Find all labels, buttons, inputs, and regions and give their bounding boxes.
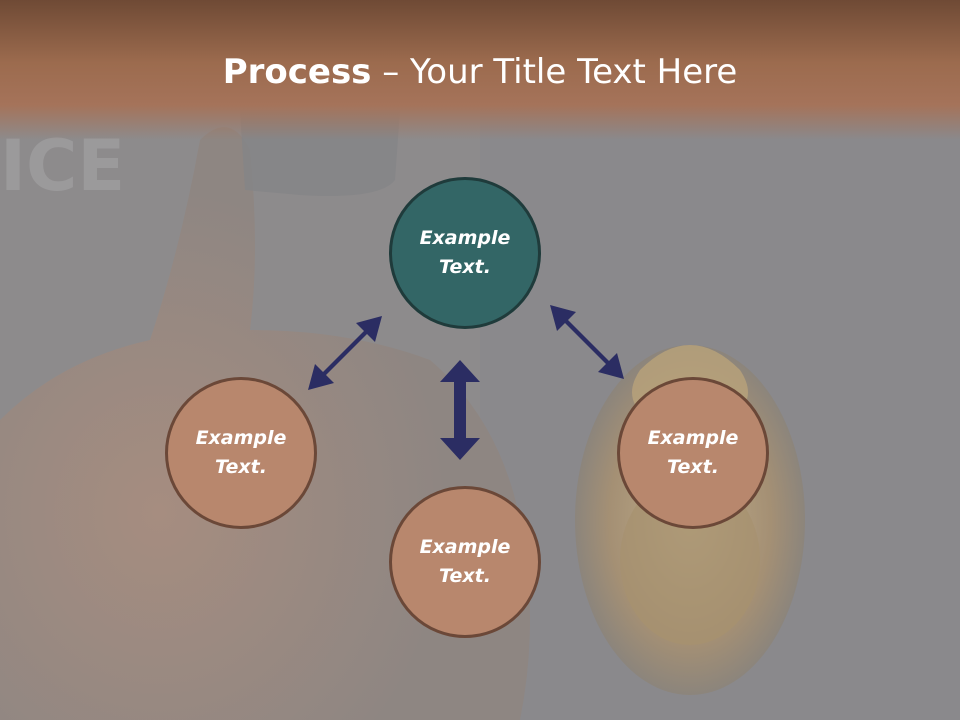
center-circle: Example Text. [389,177,541,329]
title-bold: Process [222,52,372,92]
bottom-circle-line2: Text. [439,565,491,587]
right-circle-line2: Text. [667,456,719,478]
left-circle-line2: Text. [215,456,267,478]
double-arrow-left [308,316,382,390]
bottom-circle: Example Text. [389,486,541,638]
left-circle-line1: Example [195,427,287,449]
double-arrow-vertical [440,360,480,460]
slide-title: Process – Your Title Text Here [0,52,960,92]
left-circle: Example Text. [165,377,317,529]
right-circle: Example Text. [617,377,769,529]
title-bar [0,0,960,140]
center-circle-line2: Text. [439,256,491,278]
center-circle-line1: Example [419,227,511,249]
bottom-circle-line1: Example [419,536,511,558]
double-arrow-right [550,305,624,379]
right-circle-line1: Example [647,427,739,449]
title-rest: – Your Title Text Here [371,52,738,92]
